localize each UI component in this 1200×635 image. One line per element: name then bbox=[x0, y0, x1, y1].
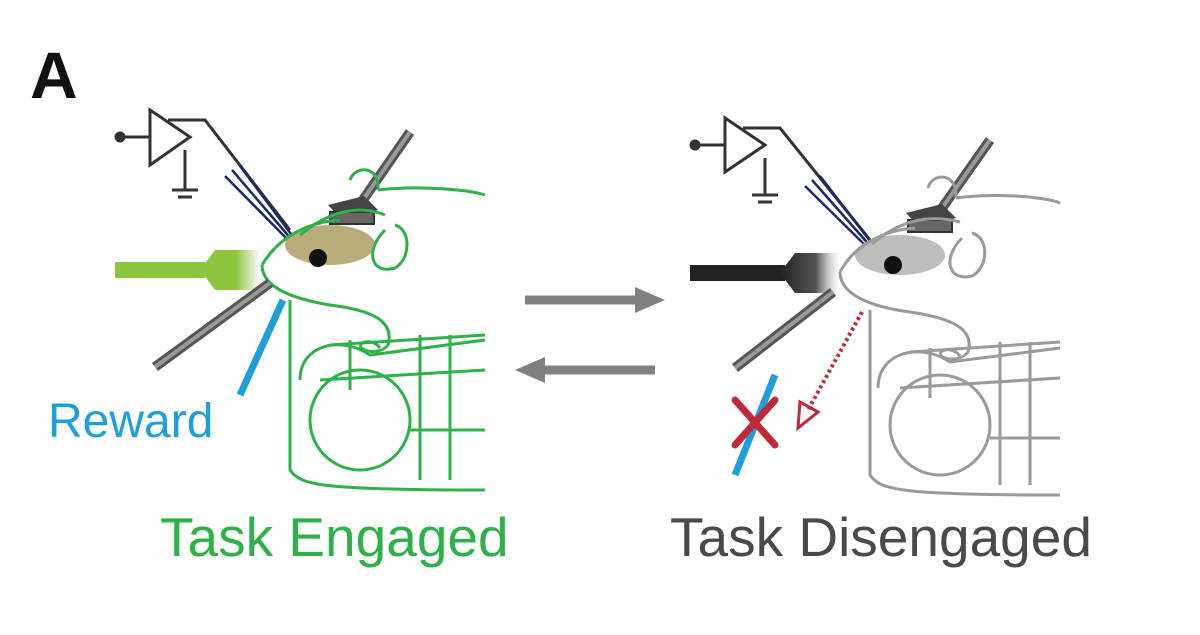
electrode-icon bbox=[224, 165, 295, 243]
arrow-left-icon bbox=[515, 357, 655, 383]
amplifier-icon bbox=[689, 115, 872, 241]
electrode-icon bbox=[804, 175, 875, 251]
arrow-right-icon bbox=[525, 287, 665, 313]
odor-port-icon bbox=[690, 253, 840, 293]
cross-icon bbox=[731, 396, 779, 449]
engaged-label: Task Engaged bbox=[160, 506, 509, 568]
disengaged-scene bbox=[689, 115, 1061, 497]
panel-letter: A bbox=[30, 38, 78, 112]
odor-port-icon bbox=[115, 250, 260, 290]
eye-icon bbox=[884, 256, 902, 274]
engaged-scene bbox=[114, 107, 486, 492]
mouse-icon bbox=[260, 168, 486, 492]
reward-label: Reward bbox=[48, 395, 214, 448]
dashed-arrow-icon bbox=[796, 311, 864, 432]
reward-line bbox=[236, 298, 287, 397]
mouse-icon bbox=[838, 175, 1061, 497]
amplifier-icon bbox=[114, 107, 292, 231]
disengaged-label: Task Disengaged bbox=[670, 506, 1092, 568]
eye-icon bbox=[309, 249, 327, 267]
